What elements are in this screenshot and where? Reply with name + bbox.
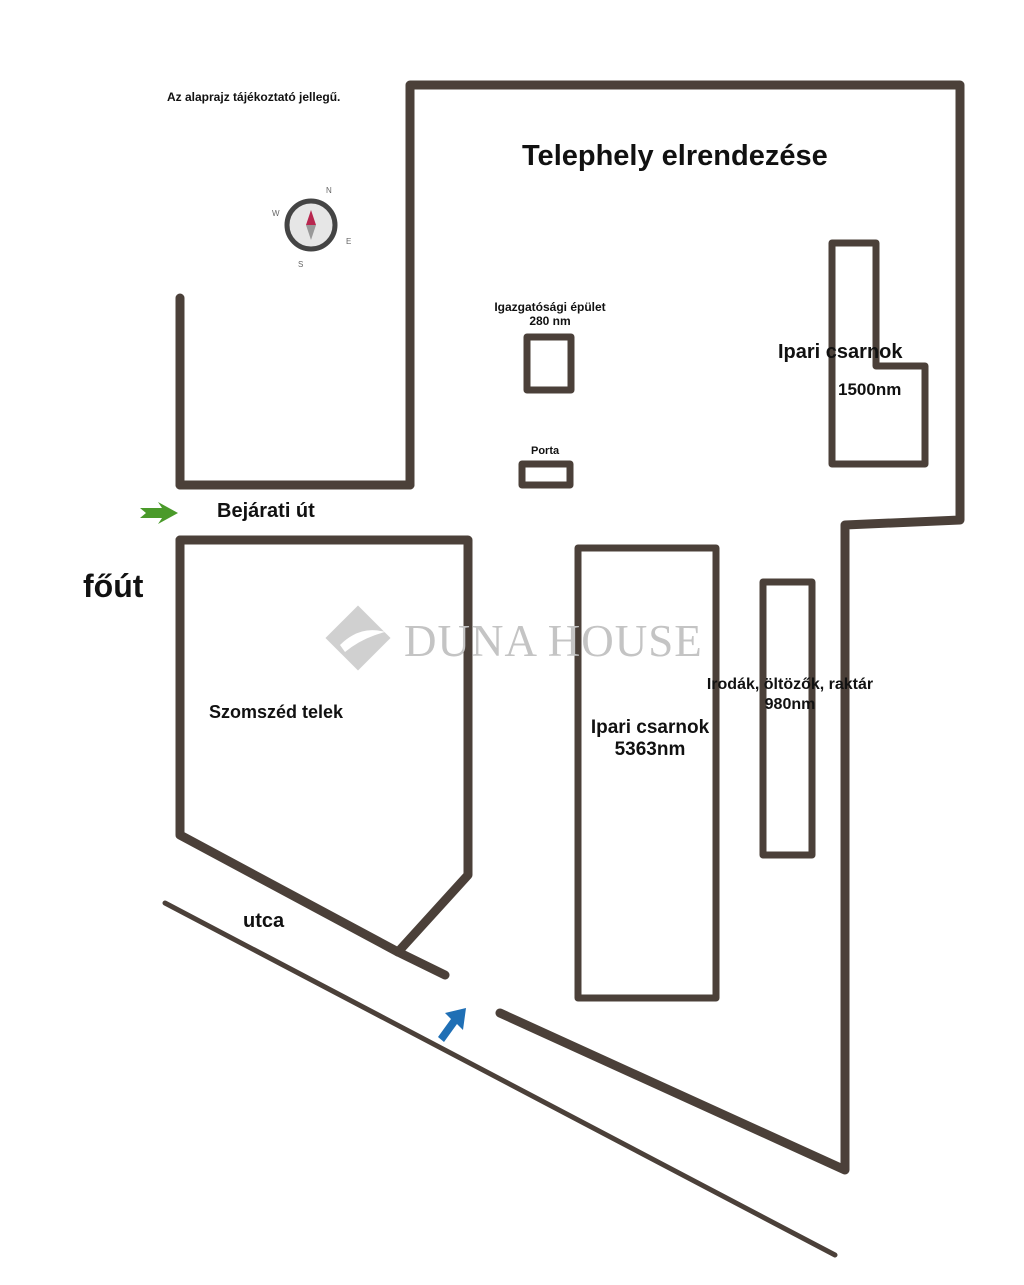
hall-small-area: 1500nm xyxy=(838,380,902,399)
disclaimer-text: Az alaprajz tájékoztató jellegű. xyxy=(167,90,341,104)
entrance-arrow-icon xyxy=(140,502,178,524)
compass-icon: N W E S xyxy=(272,186,351,269)
hall-large-name: Ipari csarnok xyxy=(590,717,710,738)
watermark: DUNA HOUSE xyxy=(404,616,703,666)
hall-small-label: Ipari csarnok xyxy=(778,341,903,363)
offices-area: 980nm xyxy=(764,696,816,713)
main-road-label: főút xyxy=(83,568,144,604)
hall-large-label: Ipari csarnok 5363nm xyxy=(570,717,730,761)
page-title: Telephely elrendezése xyxy=(522,140,828,172)
gate-label: Porta xyxy=(531,445,560,457)
street-entrance-arrow-icon xyxy=(438,1008,466,1042)
svg-text:S: S xyxy=(298,260,303,269)
industrial-hall-small xyxy=(828,239,929,468)
site-boundary xyxy=(405,80,965,1175)
admin-building-label: Igazgatósági épület 280 nm xyxy=(470,300,630,328)
street-line xyxy=(162,900,838,1258)
admin-building xyxy=(523,333,575,394)
svg-text:N: N xyxy=(326,186,332,195)
admin-building-area: 280 nm xyxy=(529,314,571,328)
neighbor-plot-boundary xyxy=(175,535,473,957)
admin-building-name: Igazgatósági épület xyxy=(494,300,606,314)
hall-large-area: 5363nm xyxy=(614,739,686,760)
industrial-hall-large xyxy=(574,544,720,1002)
offices-label: Irodák, öltözők, raktár 980nm xyxy=(680,675,900,715)
neighbor-plot-left xyxy=(175,535,450,980)
offices-name: Irodák, öltözők, raktár xyxy=(706,676,874,693)
duna-house-logo xyxy=(325,605,391,671)
neighbor-plot-label: Szomszéd telek xyxy=(209,702,344,722)
svg-text:E: E xyxy=(346,237,351,246)
street-label: utca xyxy=(243,910,285,932)
offices-building xyxy=(759,578,816,859)
svg-text:W: W xyxy=(272,209,280,218)
gate-building xyxy=(518,460,574,489)
entrance-road-label: Bejárati út xyxy=(217,500,315,522)
